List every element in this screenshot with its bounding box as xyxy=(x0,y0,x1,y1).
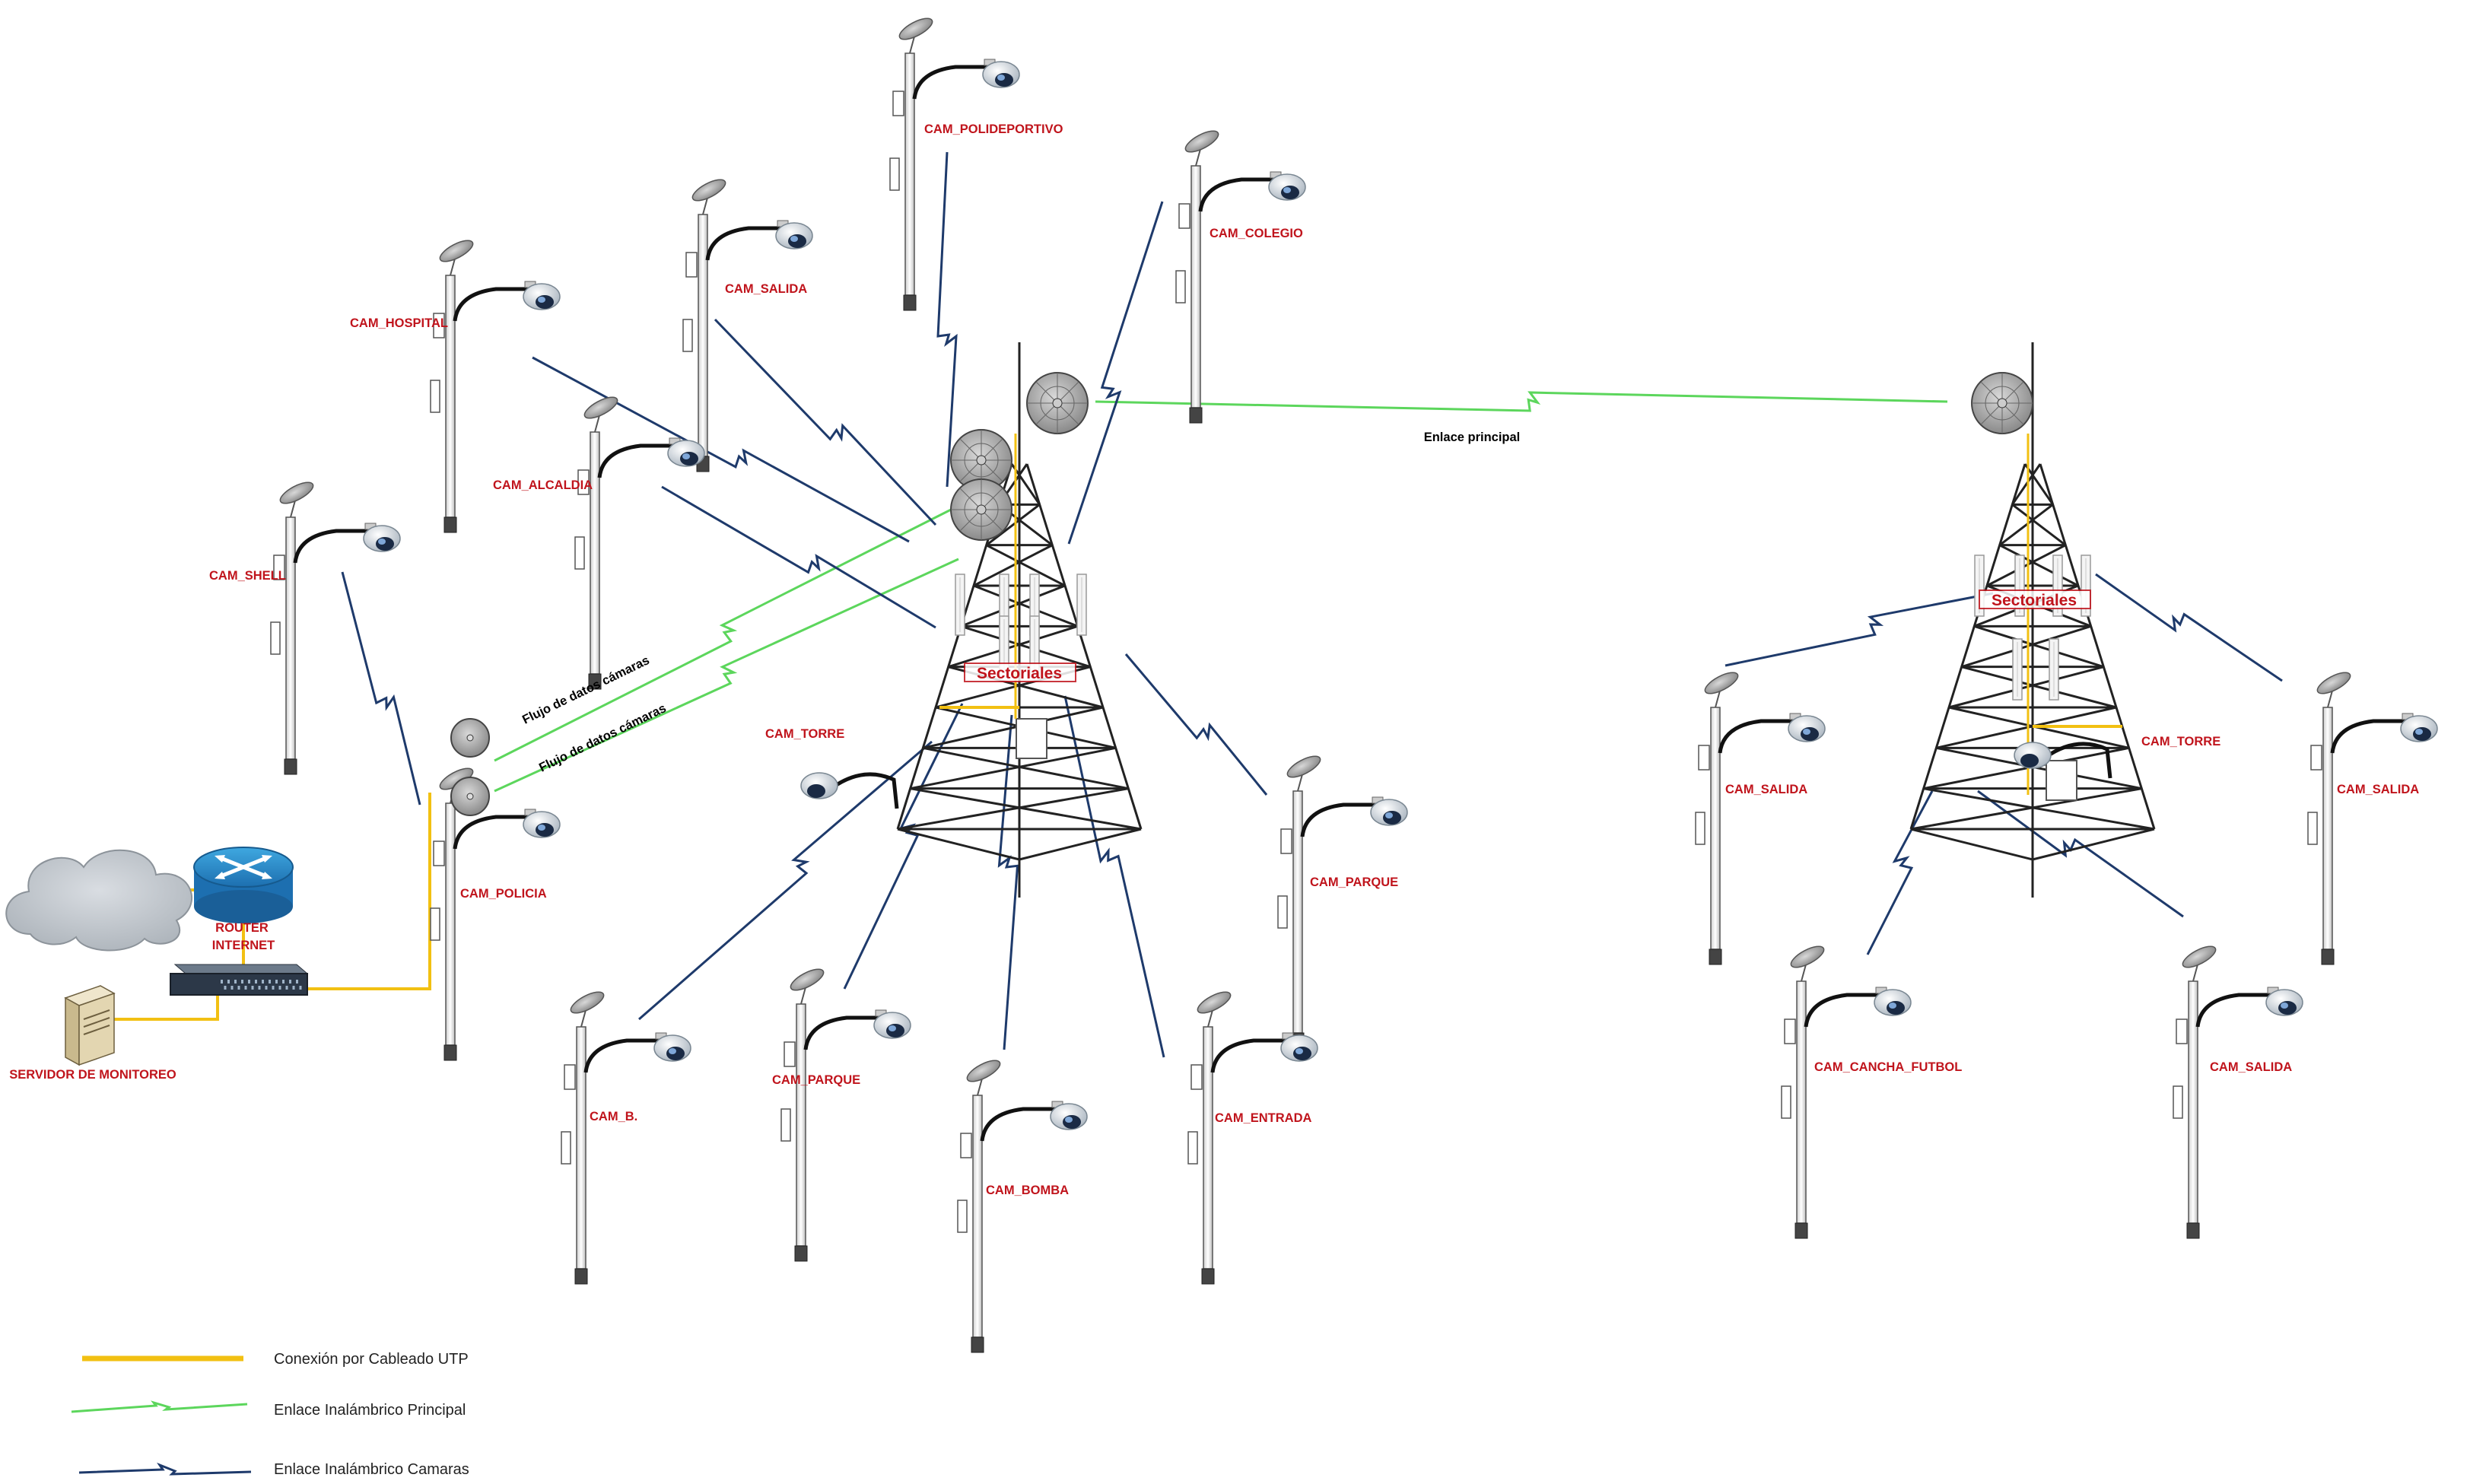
camera-pole xyxy=(561,988,691,1284)
camera-label: CAM_SALIDA xyxy=(725,282,807,296)
camera-pole xyxy=(958,1057,1087,1352)
camera-link xyxy=(341,571,421,806)
switch-icon xyxy=(170,964,309,996)
camera-label: CAM_ENTRADA xyxy=(1215,1111,1312,1125)
camera-label: CAM_HOSPITAL xyxy=(350,316,448,330)
main-dish-right xyxy=(1971,372,2033,434)
camera-link xyxy=(1124,653,1268,796)
flow-link-2 xyxy=(494,558,959,793)
camera-pole xyxy=(271,478,400,774)
camera-link xyxy=(1063,695,1165,1058)
camera-link xyxy=(714,318,937,526)
camera-pole xyxy=(1278,752,1407,1048)
sector-antenna xyxy=(1076,574,1087,636)
sector-label-right: Sectoriales xyxy=(1992,592,2077,609)
camera-label: CAM_TORRE xyxy=(2141,735,2220,748)
main-link-label: Enlace principal xyxy=(1424,431,1521,444)
sector-antenna xyxy=(2012,638,2023,701)
legend: Conexión por Cableado UTP Enlace Inalámb… xyxy=(71,1351,469,1478)
legend-utp-label: Conexión por Cableado UTP xyxy=(274,1351,469,1368)
camera-link xyxy=(1067,201,1164,545)
camera-link xyxy=(1977,790,2184,918)
flow-label-2: Flujo de datos cámaras xyxy=(537,701,669,775)
camera-link xyxy=(843,703,964,990)
camera-label: CAM_SALIDA xyxy=(1725,783,1807,796)
camera-link xyxy=(1725,592,1994,667)
camera-label: CAM_CANCHA_FUTBOL xyxy=(1814,1060,1962,1074)
cloud-icon xyxy=(5,849,192,952)
sector-label-left: Sectoriales xyxy=(977,665,1062,682)
camera-pole xyxy=(2308,669,2437,964)
main-wireless-link xyxy=(1095,391,1948,412)
camera-link xyxy=(532,356,910,543)
server-label: SERVIDOR DE MONITOREO xyxy=(9,1068,176,1082)
camera-pole xyxy=(1696,669,1825,964)
police-dishes xyxy=(450,718,490,816)
camera-pole xyxy=(2173,942,2303,1238)
camera-link xyxy=(661,485,936,629)
tower-left xyxy=(896,342,1143,898)
camera-pole xyxy=(890,14,1019,310)
legend-cams: Enlace Inalámbrico Camaras xyxy=(78,1461,469,1478)
sector-antenna xyxy=(2049,638,2059,701)
camera-label: CAM_ALCALDIA xyxy=(493,478,593,492)
camera-pole xyxy=(1176,127,1305,423)
utp-server-switch xyxy=(114,989,219,1021)
camera-label: CAM_BOMBA xyxy=(986,1184,1069,1197)
router-icon xyxy=(193,847,294,923)
camera-pole xyxy=(431,764,560,1060)
camera-label: CAM_PARQUE xyxy=(1310,875,1398,889)
camera-label: CAM_SALIDA xyxy=(2210,1060,2292,1074)
camera-pole xyxy=(781,965,911,1261)
towers xyxy=(896,342,2156,898)
legend-main-label: Enlace Inalámbrico Principal xyxy=(274,1402,466,1419)
legend-cams-label: Enlace Inalámbrico Camaras xyxy=(274,1461,469,1478)
camera-link xyxy=(997,714,1019,1050)
tower-right xyxy=(1909,342,2156,898)
camera-label: CAM_TORRE xyxy=(765,727,844,741)
camera-label: CAM_POLICIA xyxy=(460,887,547,901)
camera-link xyxy=(2095,573,2283,682)
camera-label: CAM_SHELL xyxy=(209,569,286,583)
tower-camera-icon xyxy=(800,772,899,809)
camera-label: CAM_B. xyxy=(590,1110,637,1123)
camera-poles xyxy=(271,14,2437,1352)
camera-label: CAM_POLIDEPORTIVO xyxy=(924,122,1063,136)
camera-link xyxy=(638,740,933,1021)
main-dish-left xyxy=(1026,372,1089,434)
flow-dish-left-2 xyxy=(950,478,1012,541)
equipment-box xyxy=(1016,718,1047,759)
camera-link xyxy=(1866,790,1934,955)
camera-pole xyxy=(1782,942,1911,1238)
camera-label: CAM_SALIDA xyxy=(2337,783,2419,796)
legend-utp: Conexión por Cableado UTP xyxy=(82,1351,469,1368)
camera-label: CAM_PARQUE xyxy=(772,1073,860,1087)
camera-pole xyxy=(683,176,812,472)
tower-camera-icon xyxy=(2014,742,2112,779)
camera-label: CAM_COLEGIO xyxy=(1210,227,1303,240)
router-sublabel: INTERNET xyxy=(212,939,275,952)
camera-labels: CAM_POLIDEPORTIVO CAM_COLEGIO CAM_SALIDA CA… xyxy=(209,122,2419,1197)
camera-pole xyxy=(575,393,704,689)
router-label: ROUTER xyxy=(215,921,269,935)
legend-main: Enlace Inalámbrico Principal xyxy=(71,1400,466,1419)
camera-link xyxy=(936,151,958,488)
sector-antenna xyxy=(955,574,965,636)
equipment-box xyxy=(2046,760,2077,801)
link-lines xyxy=(114,151,2283,1058)
server-icon xyxy=(64,985,116,1066)
flow-link-1 xyxy=(494,504,959,762)
utp-switch-police xyxy=(308,793,431,990)
